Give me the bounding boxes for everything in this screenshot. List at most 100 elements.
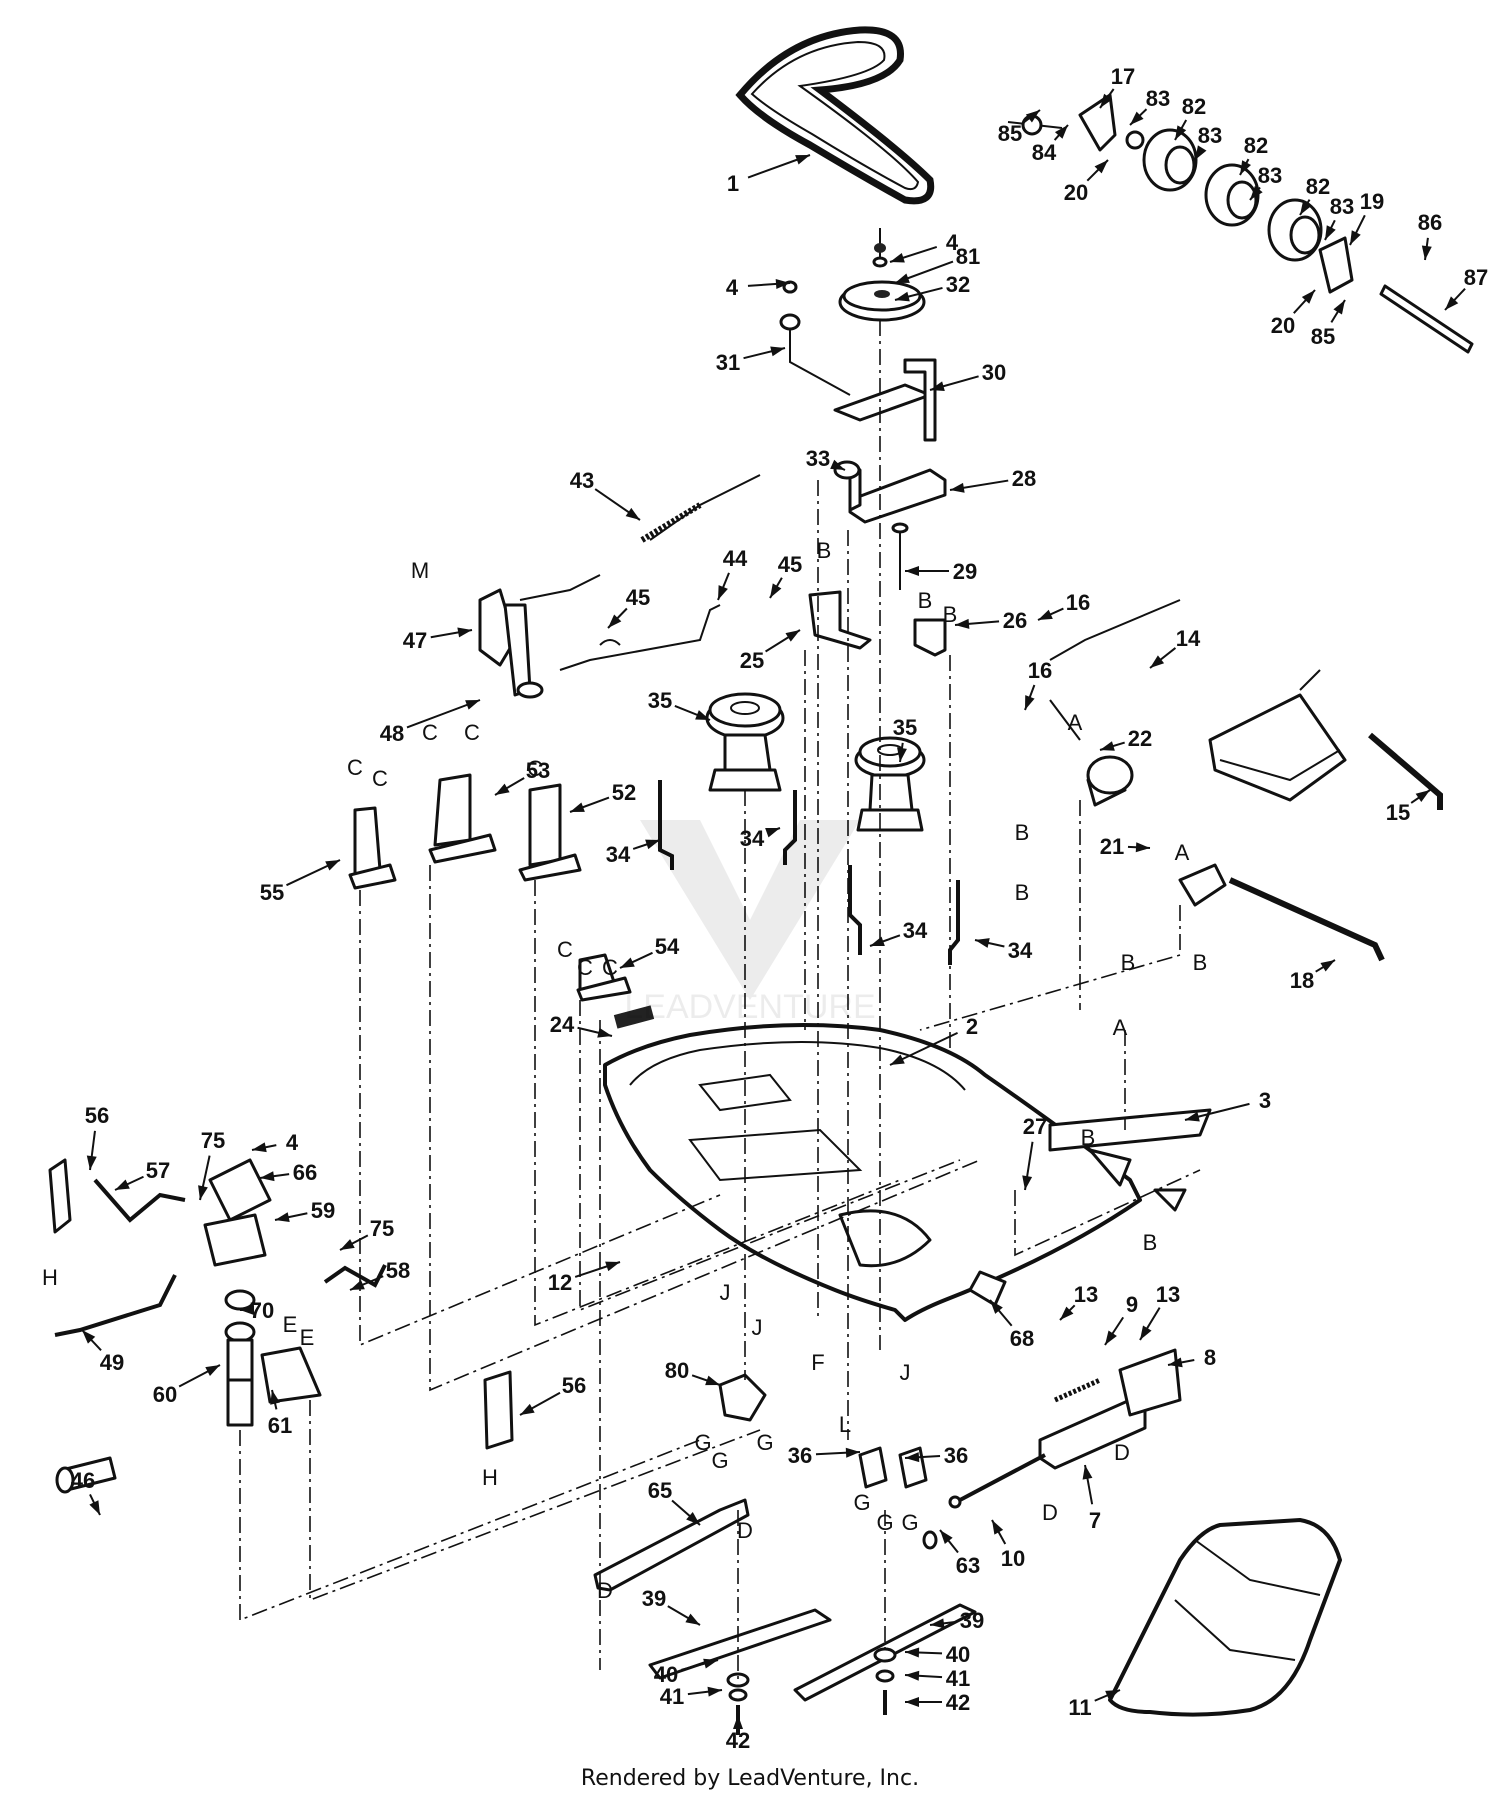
callout-66: 66 [259,1160,317,1185]
callout-number: 30 [982,360,1006,385]
leader-arrowhead [890,252,905,263]
leader-arrowhead [830,459,845,470]
callout-number: 65 [648,1478,672,1503]
leader-arrowhead [1325,225,1336,240]
leader-arrowhead [1060,1306,1074,1320]
leader-arrowhead [115,1179,130,1190]
leader-arrowhead [1105,1690,1120,1701]
callout-number: 16 [1028,658,1052,683]
leader-arrowhead [718,585,728,600]
callout-14: 14 [1149,626,1201,669]
callout-number: 42 [726,1728,750,1753]
alignment-lines [239,320,1201,1680]
leader-arrowhead [252,1142,267,1153]
callout-46: 46 [71,1468,101,1516]
callout-number: 16 [1066,590,1090,615]
leader-arrowhead [1100,93,1113,108]
callout-number: 84 [1032,140,1057,165]
leader-arrowhead [1333,300,1345,315]
leader-arrowhead [1038,609,1053,620]
leader-arrowhead [1135,842,1150,853]
reference-letter: D [1042,1500,1058,1525]
leader-arrowhead [930,1618,945,1629]
leader-arrowhead [495,783,510,795]
leader-arrowhead [1175,125,1187,140]
callout-number: 18 [1290,968,1314,993]
callout-number: 66 [293,1160,317,1185]
callout-number: 59 [311,1198,335,1223]
callout-35: 35 [893,715,917,763]
callout-number: 29 [953,559,977,584]
callout-number: 53 [526,758,550,783]
leader-arrowhead [1320,960,1335,972]
callout-18: 18 [1290,959,1336,993]
blades-and-adapters [593,1373,977,1735]
callout-number: 35 [893,715,917,740]
callout-number: 83 [1198,123,1222,148]
bracket-56-lower [483,1370,514,1450]
reference-letter: C [527,756,543,781]
callout-number: 15 [1386,800,1410,825]
callout-4: 4 [889,230,959,263]
callout-9: 9 [1104,1292,1138,1346]
reference-letter: C [577,955,593,980]
reference-letter: G [901,1510,918,1535]
callout-number: 57 [146,1158,170,1183]
reference-letter: G [853,1490,870,1515]
callout-13: 13 [1139,1282,1180,1341]
leader-arrowhead [1150,655,1165,668]
callout-83: 83 [1129,86,1170,126]
callout-81: 81 [894,244,980,284]
discharge-chute-11 [1108,1518,1342,1717]
leader-arrowhead [795,155,810,165]
leader-arrowhead [89,1500,100,1515]
reference-letter: M [411,558,429,583]
reference-letter: C [347,755,363,780]
callout-42: 42 [726,1715,750,1753]
leader-arrowhead [350,1280,365,1290]
callout-65: 65 [648,1478,701,1526]
callout-number: 56 [562,1373,586,1398]
callout-number: 52 [612,780,636,805]
lift-arms-right [1049,599,1443,962]
reference-letter: A [1175,840,1190,865]
callout-63: 63 [939,1529,980,1578]
callout-number: 75 [370,1216,394,1241]
callout-number: 39 [960,1608,984,1633]
leader-arrowhead [597,1027,612,1038]
callout-54: 54 [619,934,680,969]
leader-arrowhead [275,1212,290,1223]
reference-letter: D [737,1518,753,1543]
leader-arrowhead [785,630,800,642]
callout-70: 70 [240,1298,274,1323]
callout-34: 34 [974,938,1033,963]
reference-letter: F [811,1350,824,1375]
callout-number: 83 [1330,194,1354,219]
callout-20: 20 [1064,159,1109,205]
callout-8: 8 [1167,1345,1216,1370]
reference-letter: C [372,766,388,791]
callout-number: 80 [665,1358,689,1383]
callout-number: 75 [201,1128,225,1153]
leader-arrowhead [770,583,782,598]
callout-number: 9 [1126,1292,1138,1317]
callout-number: 61 [268,1413,292,1438]
leader-arrowhead [1445,296,1459,310]
callout-83: 83 [1194,123,1222,161]
callout-number: 60 [153,1382,177,1407]
callout-41: 41 [660,1684,723,1709]
callout-56: 56 [85,1103,109,1171]
height-adjust-linkage [48,1158,387,1494]
leader-arrowhead [82,1330,96,1344]
callout-87: 87 [1444,265,1488,311]
callout-number: 85 [1311,324,1335,349]
callout-number: 31 [716,350,740,375]
idler-pulley-assembly [779,228,947,590]
leader-arrowhead [990,1300,1003,1314]
callout-number: 36 [788,1443,812,1468]
rear-lever-assembly [948,1348,1182,1509]
callout-49: 49 [81,1329,124,1375]
callout-20: 20 [1271,289,1316,338]
leader-arrowhead [975,938,990,948]
callout-30: 30 [929,360,1006,392]
